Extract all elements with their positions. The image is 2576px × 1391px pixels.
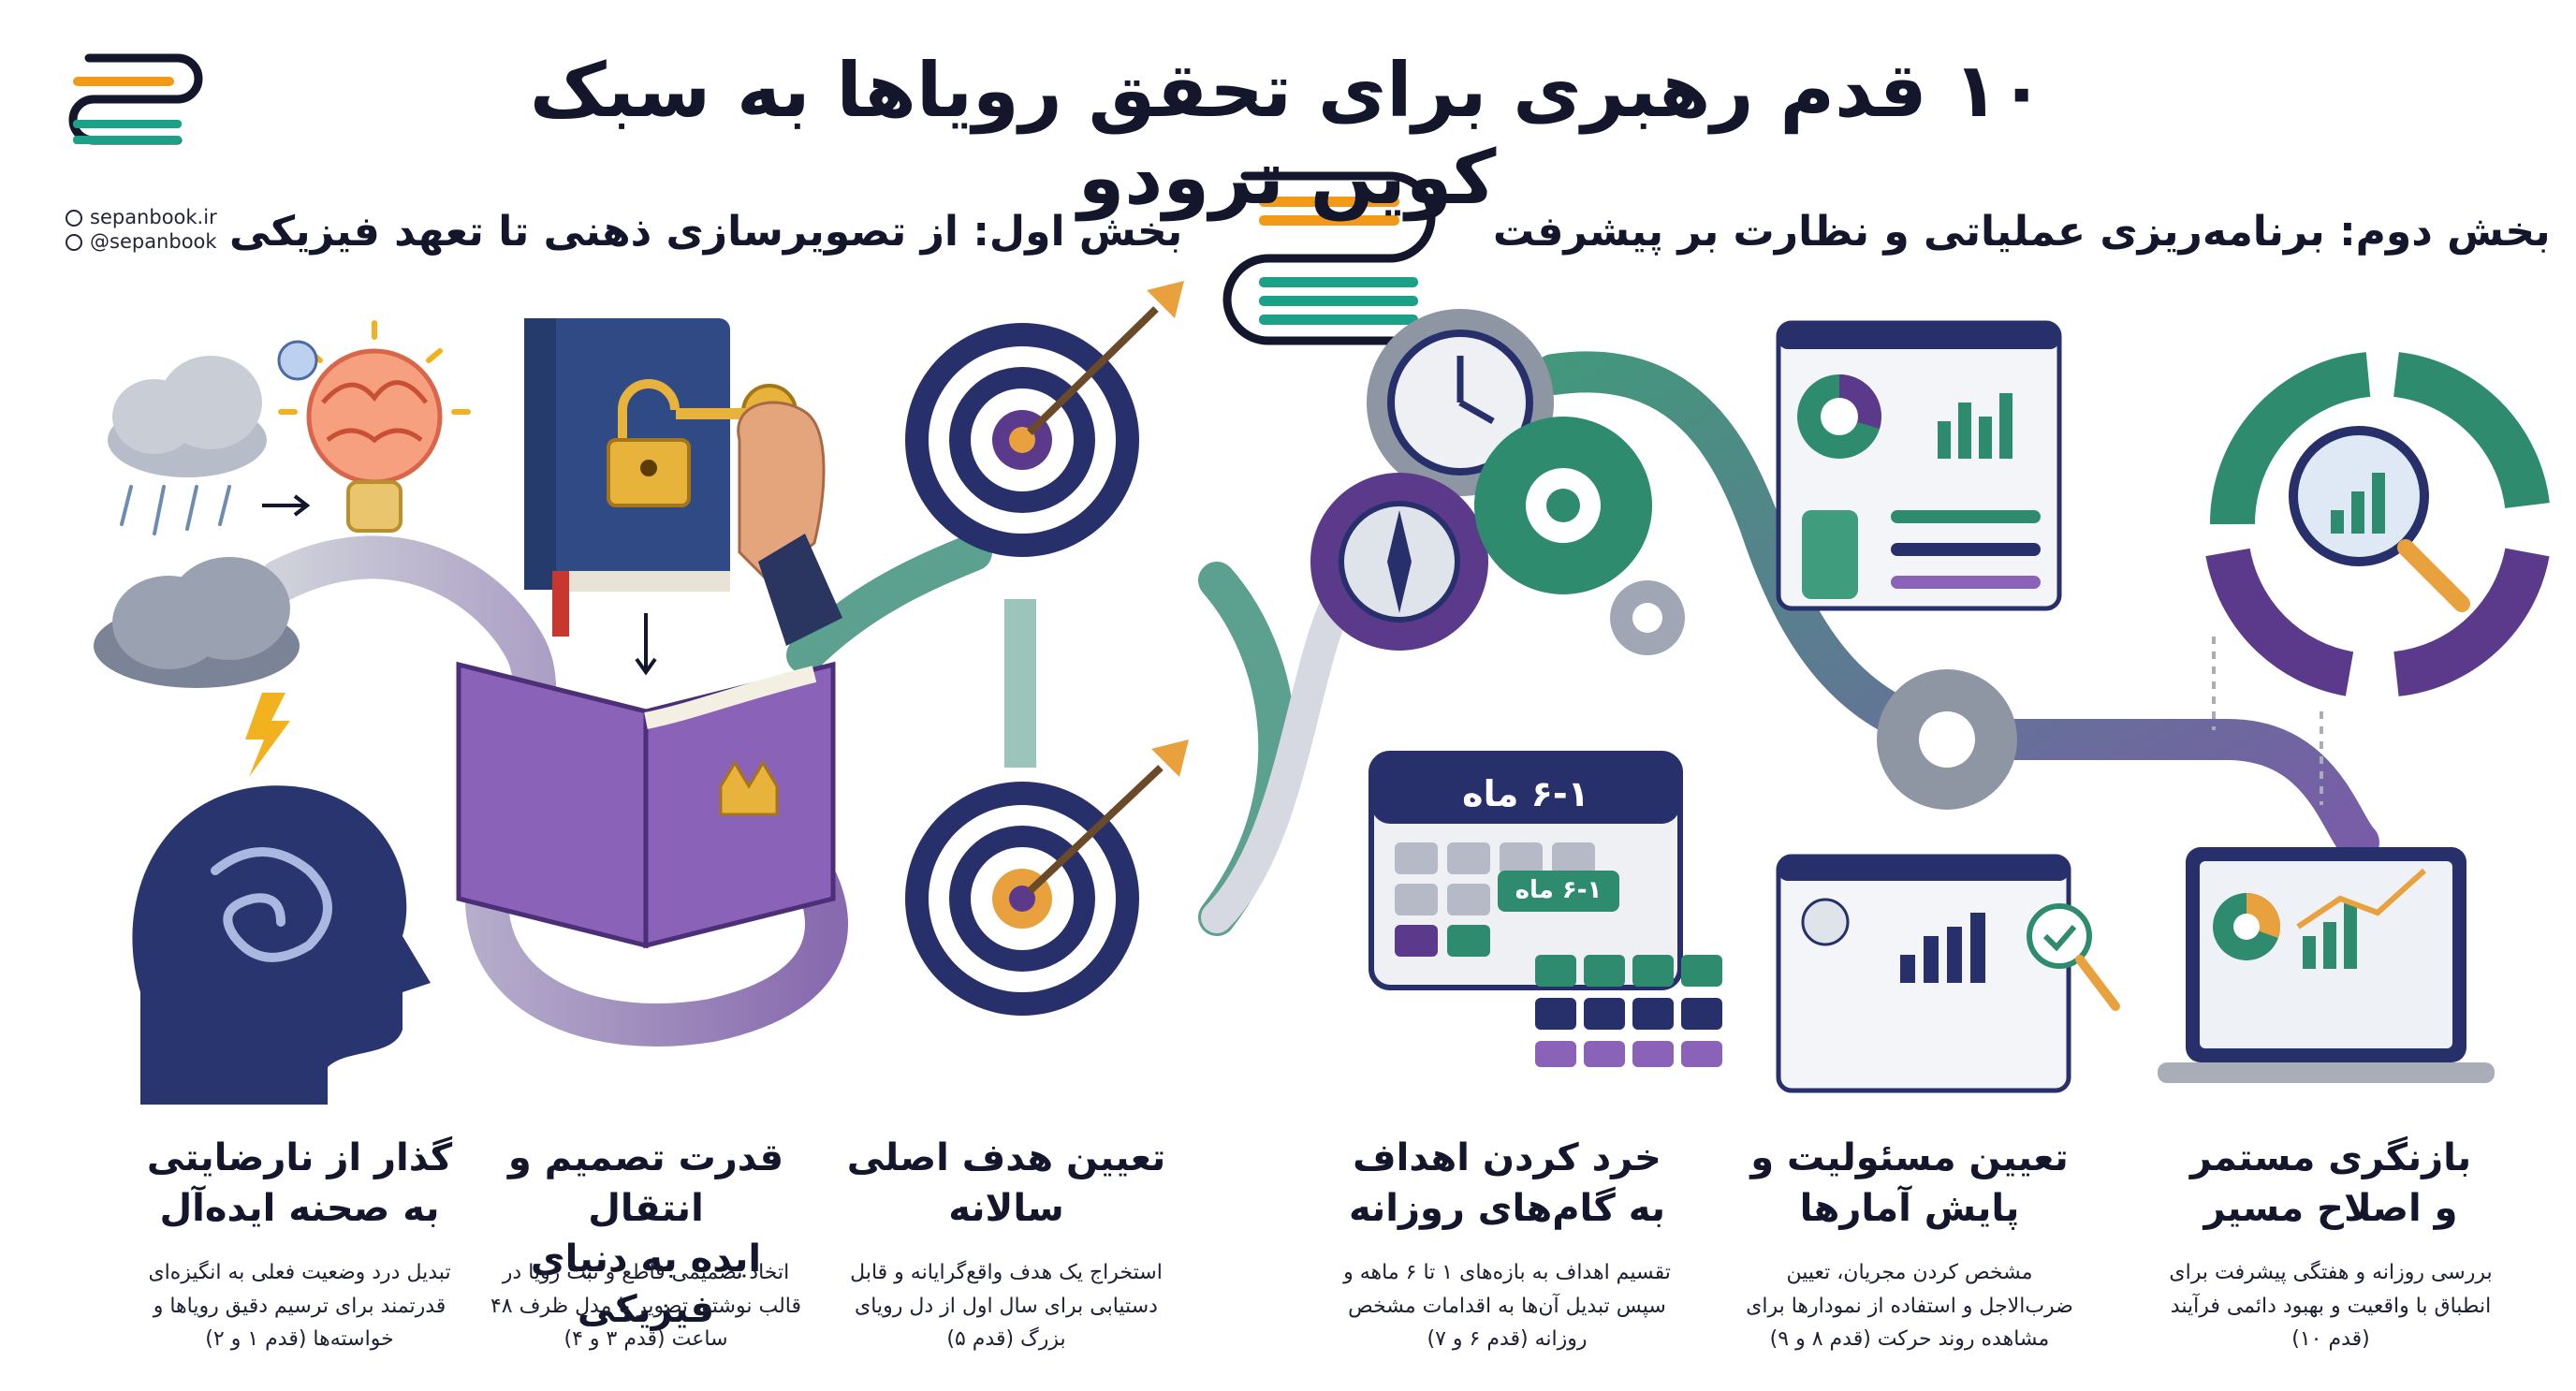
road-right — [1533, 351, 2379, 863]
website-text: sepanbook.ir — [90, 206, 217, 228]
target-bottom-icon — [905, 739, 1189, 1016]
cycle-arrows-icon — [2205, 352, 2550, 696]
step6-heading-line1: بازنگری مستمر — [2189, 1136, 2472, 1179]
arrow-to-bulb — [262, 494, 311, 517]
cloud-top — [108, 356, 267, 535]
step5-heading-line1: تعیین مسئولیت و — [1750, 1136, 2069, 1179]
step1-desc-line3: خواسته‌ها (قدم ۱ و ۲) — [205, 1327, 394, 1352]
step4-heading-line1: خرد کردن اهداف — [1353, 1136, 1661, 1179]
laptop-icon — [2158, 847, 2495, 1083]
step1-desc-line1: تبدیل درد وضعیت فعلی به انگیزه‌ای — [148, 1261, 451, 1284]
calendar-month-label: ۶-۱ ماه — [1462, 773, 1589, 814]
calendar-subrange-label: ۶-۱ ماه — [1515, 876, 1603, 904]
step2-desc-line1: اتخاذ تصمیمی قاطع و ثبت رویا در — [502, 1261, 790, 1284]
target-top-icon — [905, 281, 1184, 557]
circuit-gear-icon — [1474, 417, 1685, 655]
step6-heading-line2: و اصلاح مسیر — [2203, 1187, 2458, 1230]
calendar-icon — [1368, 751, 1722, 1067]
dashboard-bottom-icon — [1776, 854, 2120, 1093]
step3-description: استخراج یک هدف واقع‌گرایانه و قابل دستیا… — [824, 1256, 1189, 1356]
handle-text: @sepanbook — [90, 230, 217, 253]
step5-desc-line3: مشاهده روند حرکت (قدم ۸ و ۹) — [1769, 1327, 2050, 1352]
step1-description: تبدیل درد وضعیت فعلی به انگیزه‌ای قدرتمن… — [117, 1256, 482, 1356]
step4-heading-line2: به گام‌های روزانه — [1348, 1187, 1666, 1230]
step2-desc-line3: ساعت (قدم ۳ و ۴) — [564, 1327, 728, 1352]
step6-heading: بازنگری مستمر و اصلاح مسیر — [2153, 1133, 2509, 1234]
section-title-part1: بخش اول: از تصویرسازی ذهنی تا تعهد فیزیک… — [229, 208, 1183, 256]
step1-heading-line1: گذار از نارضایتی — [146, 1136, 453, 1179]
step4-description: تقسیم اهداف به بازه‌های ۱ تا ۶ ماهه و سپ… — [1325, 1256, 1690, 1356]
head-silhouette-icon — [132, 785, 432, 1105]
step3-heading-line2: سالانه — [948, 1187, 1064, 1230]
section-title-part2: بخش دوم: برنامه‌ریزی عملیاتی و نظارت بر … — [1493, 208, 2551, 256]
road-to-right — [1201, 583, 1354, 933]
step2-heading-line2: ایده به دنیای فیزیکی — [530, 1237, 762, 1331]
step1-heading-line2: به صحنه ایده‌آل — [159, 1187, 440, 1230]
compass-gear-icon — [1310, 473, 1488, 651]
step5-desc-line1: مشخص کردن مجریان، تعیین — [1786, 1261, 2033, 1284]
step2-heading-line1: قدرت تصمیم و انتقال — [507, 1136, 784, 1230]
website-label: sepanbook.ir — [66, 206, 217, 228]
padlock-icon — [607, 379, 691, 507]
dashed-arrows — [2212, 637, 2323, 805]
dashboard-top-icon — [1776, 320, 2062, 611]
handle-label: @sepanbook — [66, 230, 217, 253]
step3-desc-line3: بزرگ (قدم ۵) — [946, 1327, 1066, 1352]
step6-desc-line1: بررسی روزانه و هفتگی پیشرفت برای — [2169, 1261, 2493, 1284]
gear-center-icon — [1877, 669, 2017, 810]
logo-top-left — [68, 53, 203, 145]
open-book-icon — [456, 661, 836, 949]
step6-desc-line3: (قدم ۱۰) — [2291, 1327, 2370, 1352]
globe-icon — [66, 210, 82, 227]
step2-description: اتخاذ تصمیمی قاطع و ثبت رویا در قالب نوش… — [463, 1256, 828, 1356]
step3-desc-line1: استخراج یک هدف واقع‌گرایانه و قابل — [850, 1261, 1163, 1284]
step4-desc-line2: سپس تبدیل آن‌ها به اقدامات مشخص — [1348, 1294, 1666, 1318]
hand-with-key-icon — [676, 384, 842, 646]
step2-desc-line2: قالب نوشته، تصویر یا مدل ظرف ۴۸ — [490, 1294, 801, 1318]
step2-heading: قدرت تصمیم و انتقال ایده به دنیای فیزیکی — [468, 1133, 824, 1335]
step5-desc-line2: ضرب‌الاجل و استفاده از نمودارها برای — [1746, 1294, 2073, 1318]
step1-desc-line2: قدرتمند برای ترسیم دقیق رویاها و — [153, 1294, 446, 1318]
logo-center — [1222, 171, 1436, 345]
step5-heading-line2: پایش آمارها — [1799, 1187, 2020, 1230]
telegram-icon — [66, 234, 82, 251]
down-arrow — [635, 613, 657, 676]
lightbulb-brain-icon — [277, 320, 471, 533]
step5-description: مشخص کردن مجریان، تعیین ضرب‌الاجل و استف… — [1727, 1256, 2092, 1356]
step5-heading: تعیین مسئولیت و پایش آمارها — [1732, 1133, 2087, 1234]
step6-description: بررسی روزانه و هفتگی پیشرفت برای انطباق … — [2148, 1256, 2513, 1356]
step3-heading: تعیین هدف اصلی سالانه — [828, 1133, 1184, 1234]
step6-desc-line2: انطباق با واقعیت و بهبود دائمی فرآیند — [2170, 1294, 2492, 1318]
step1-heading: گذار از نارضایتی به صحنه ایده‌آل — [122, 1133, 477, 1234]
cloud-storm — [94, 557, 300, 777]
step4-heading: خرد کردن اهداف به گام‌های روزانه — [1329, 1133, 1685, 1234]
step4-desc-line1: تقسیم اهداف به بازه‌های ۱ تا ۶ ماهه و — [1343, 1261, 1671, 1284]
step3-heading-line1: تعیین هدف اصلی — [846, 1136, 1166, 1179]
page-title: ۱۰ قدم رهبری برای تحقق رویاها به سبک کوی… — [529, 47, 2045, 221]
step3-desc-line2: دستیابی برای سال اول از دل رویای — [855, 1294, 1158, 1318]
step4-desc-line3: روزانه (قدم ۶ و ۷) — [1427, 1327, 1588, 1352]
